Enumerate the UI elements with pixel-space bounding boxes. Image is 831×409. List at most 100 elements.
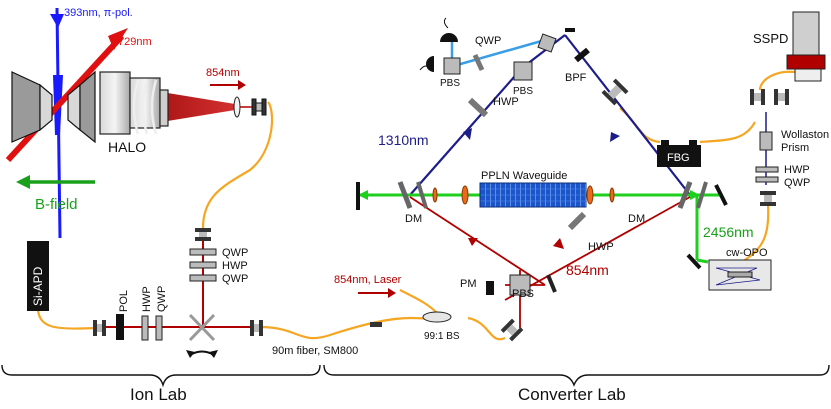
label-bpf: BPF: [565, 72, 587, 84]
mirror-green-down: [686, 253, 702, 270]
arrow-729-icon: [108, 28, 128, 50]
end-mirror-left: [356, 182, 360, 210]
label-2456: 2456nm: [703, 224, 754, 240]
fiber-right-down: [741, 204, 770, 263]
label-dm-left: DM: [405, 213, 422, 225]
label-pol: POL: [118, 290, 130, 312]
detector-left-icon: [426, 56, 434, 72]
label-qwp-ion: QWP: [156, 286, 168, 312]
label-hwp-upper: HWP: [493, 96, 519, 108]
label-fiber-90m: 90m fiber, SM800: [272, 345, 358, 357]
label-bs: 99:1 BS: [424, 331, 460, 342]
flip-mirror: [186, 313, 218, 358]
polarizer: [116, 314, 124, 340]
label-dm-right: DM: [628, 213, 645, 225]
pbs-top: [513, 61, 533, 81]
hwp-lower: [567, 211, 587, 231]
beam-854-converter: [409, 196, 691, 328]
label-halo: HALO: [108, 139, 146, 155]
label-sspd: SSPD: [753, 31, 788, 46]
label-hwp-lower: HWP: [588, 241, 614, 253]
hwp-ion: [141, 315, 149, 341]
label-laser-854: 854nm, Laser: [334, 274, 402, 286]
pbs-upper: [537, 33, 557, 53]
si-apd-detector: [27, 241, 49, 311]
label-wp-1: QWP: [222, 247, 248, 259]
pbs-top-left: [443, 57, 461, 75]
detector-top-icon: [440, 33, 458, 42]
label-pm: PM: [460, 278, 477, 290]
ppln-waveguide: [479, 182, 587, 208]
label-729: 729nm: [118, 36, 152, 48]
label-pbs-top: PBS: [513, 86, 533, 97]
label-ion-lab: Ion Lab: [130, 385, 187, 404]
label-ppln: PPLN Waveguide: [481, 170, 567, 182]
lens-854: [233, 96, 241, 118]
power-meter: [486, 281, 494, 295]
label-converter-lab: Converter Lab: [518, 385, 626, 404]
label-393: 393nm, π-pol.: [64, 7, 133, 19]
fiber-coupler-bpf: [601, 78, 629, 106]
label-wp-3: QWP: [222, 273, 248, 285]
pbs-bottom: [509, 274, 531, 296]
brace-ion-lab: [1, 364, 321, 388]
arrow-854-left-icon: [468, 238, 478, 246]
label-cw-opo: cw-OPO: [726, 247, 768, 259]
qwp-top: [472, 53, 485, 72]
fiber-coupler-ion-out: [250, 320, 263, 336]
fiber-coupler-vertical: [195, 228, 211, 241]
label-wollaston-2: Prism: [781, 142, 809, 154]
fiber-90m: [261, 316, 441, 340]
arrow-854-right-icon: [553, 238, 564, 249]
beamsplitter-99-1: [422, 311, 452, 323]
fiber-connector: [370, 322, 382, 327]
lens-ppln-right: [586, 185, 594, 205]
label-qwp-right: QWP: [784, 177, 810, 189]
lens-ppln-left: [461, 185, 469, 205]
fiber-coupler-apd: [93, 320, 106, 336]
mirror-right-green: [714, 184, 728, 206]
label-hwp-right: HWP: [784, 164, 810, 176]
sspd-cryostat: [792, 11, 820, 59]
arrow-393-icon: [50, 14, 64, 28]
label-854-converter: 854nm: [566, 262, 609, 278]
arrow-854-ion-icon: [210, 80, 246, 90]
fiber-coupler-right-a: [750, 89, 765, 105]
label-wp-2: HWP: [222, 260, 248, 272]
fiber-up-to-854: [201, 101, 274, 229]
waveplate-1: [189, 248, 217, 256]
fiber-to-sspd: [758, 70, 796, 91]
label-pbs-top-left: PBS: [440, 78, 460, 89]
fiber-coupler-converter-in: [500, 318, 524, 342]
label-fbg: FBG: [667, 152, 690, 164]
beam-sky-blue: [449, 38, 546, 69]
hwp-right: [755, 166, 779, 173]
label-si-apd: Si-APD: [31, 266, 45, 306]
qwp-ion: [155, 315, 163, 341]
hwp-upper: [467, 97, 489, 118]
dichroic-mirror-right: [677, 181, 693, 209]
qwp-right: [755, 176, 779, 183]
fiber-coupler-right-c: [760, 191, 776, 206]
brace-converter-lab: [323, 364, 830, 387]
arrow-1310-right-icon: [610, 132, 620, 142]
wollaston-prism: [759, 131, 773, 151]
fiber-coupler-854: [251, 98, 267, 116]
halo-objective: [99, 71, 169, 135]
waveplate-2: [189, 261, 217, 269]
fiber-apd: [36, 309, 96, 330]
label-pbs-bottom: PBS: [512, 288, 534, 300]
label-1310: 1310nm: [378, 132, 429, 148]
trap-electrodes: [11, 70, 96, 144]
label-wollaston-1: Wollaston: [781, 129, 829, 141]
sspd-detector: [786, 54, 826, 70]
label-qwp-top: QWP: [475, 35, 501, 47]
label-bfield: B-field: [35, 196, 78, 213]
fiber-bs-out: [467, 316, 506, 341]
bfield-arrow-icon: [16, 175, 95, 189]
fiber-bragg-grating: [657, 145, 701, 167]
dichroic-mirror-left: [397, 181, 413, 209]
label-854-ion: 854nm: [206, 67, 240, 79]
